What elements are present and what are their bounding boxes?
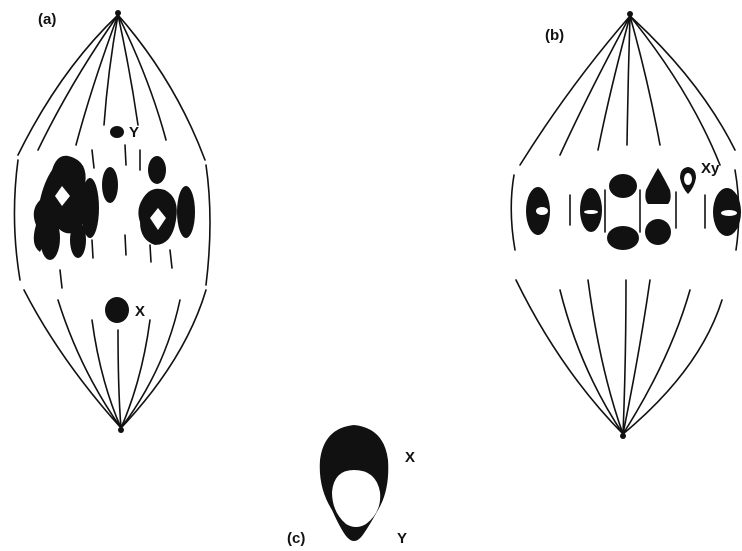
x-chromosome-a xyxy=(105,297,129,323)
xy-chromosome-b xyxy=(680,167,696,194)
bivalent-cluster-right-a xyxy=(138,156,195,245)
panel-c: (c) X Y xyxy=(287,425,415,547)
chromosome-3-b xyxy=(607,174,639,250)
spindle-fibers-upper-a xyxy=(18,15,205,160)
y-chromosome-label-a: Y xyxy=(129,124,139,141)
panel-a-label: (a) xyxy=(38,11,56,28)
chromosome-2-b xyxy=(580,188,602,232)
spindle-boundary-left-a xyxy=(14,160,20,280)
spindle-boundary-right-a xyxy=(206,165,210,285)
panel-a: (a) xyxy=(14,10,210,433)
spindle-boundary-left-b xyxy=(511,175,515,250)
panel-b-label: (b) xyxy=(545,27,564,44)
xy-chromosome-label-b: Xy xyxy=(701,160,720,177)
xy-bivalent-c xyxy=(320,425,389,541)
chromosome-4-b xyxy=(645,168,671,245)
y-chromosome-a xyxy=(110,126,124,138)
chromosome-1-b xyxy=(526,187,550,235)
panel-b: (b) xyxy=(511,11,741,439)
chromosome-5-b xyxy=(713,188,741,236)
bivalent-cluster-left-a xyxy=(34,156,99,260)
spindle-fibers-lower-b xyxy=(516,280,722,434)
x-label-c: X xyxy=(405,449,415,466)
x-chromosome-label-a: X xyxy=(135,303,145,320)
chromosome-center-a xyxy=(102,167,118,203)
y-label-c: Y xyxy=(397,530,407,547)
panel-c-label: (c) xyxy=(287,530,305,547)
